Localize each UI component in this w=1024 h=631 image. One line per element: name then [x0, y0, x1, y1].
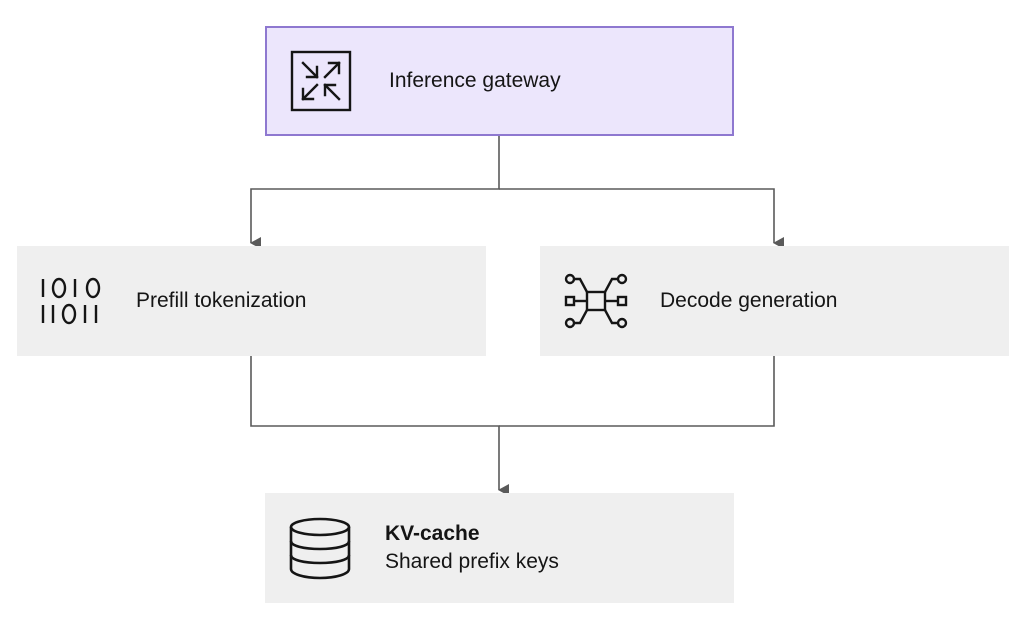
decode-generation-node: Decode generation: [540, 246, 1009, 356]
edge-gateway-to-decode: [499, 188, 784, 249]
edge-gateway-to-prefill: [250, 136, 500, 249]
node-label: KV-cache: [385, 522, 480, 545]
database-icon: [289, 517, 351, 580]
arrows-converge-icon: [290, 50, 352, 112]
node-label: Inference gateway: [389, 69, 561, 92]
prefill-tokenization-node: Prefill tokenization: [17, 246, 486, 356]
node-label: Prefill tokenization: [136, 289, 307, 312]
edge-prefill-to-kvcache: [250, 356, 509, 496]
kv-cache-node: KV-cache Shared prefix keys: [265, 493, 734, 603]
inference-gateway-node: Inference gateway: [265, 26, 734, 136]
network-nodes-icon: [564, 273, 628, 329]
node-label: Decode generation: [660, 289, 838, 312]
node-sublabel: Shared prefix keys: [385, 550, 559, 573]
binary-digits-icon: [41, 277, 101, 325]
edge-decode-to-kvcache: [499, 356, 775, 427]
